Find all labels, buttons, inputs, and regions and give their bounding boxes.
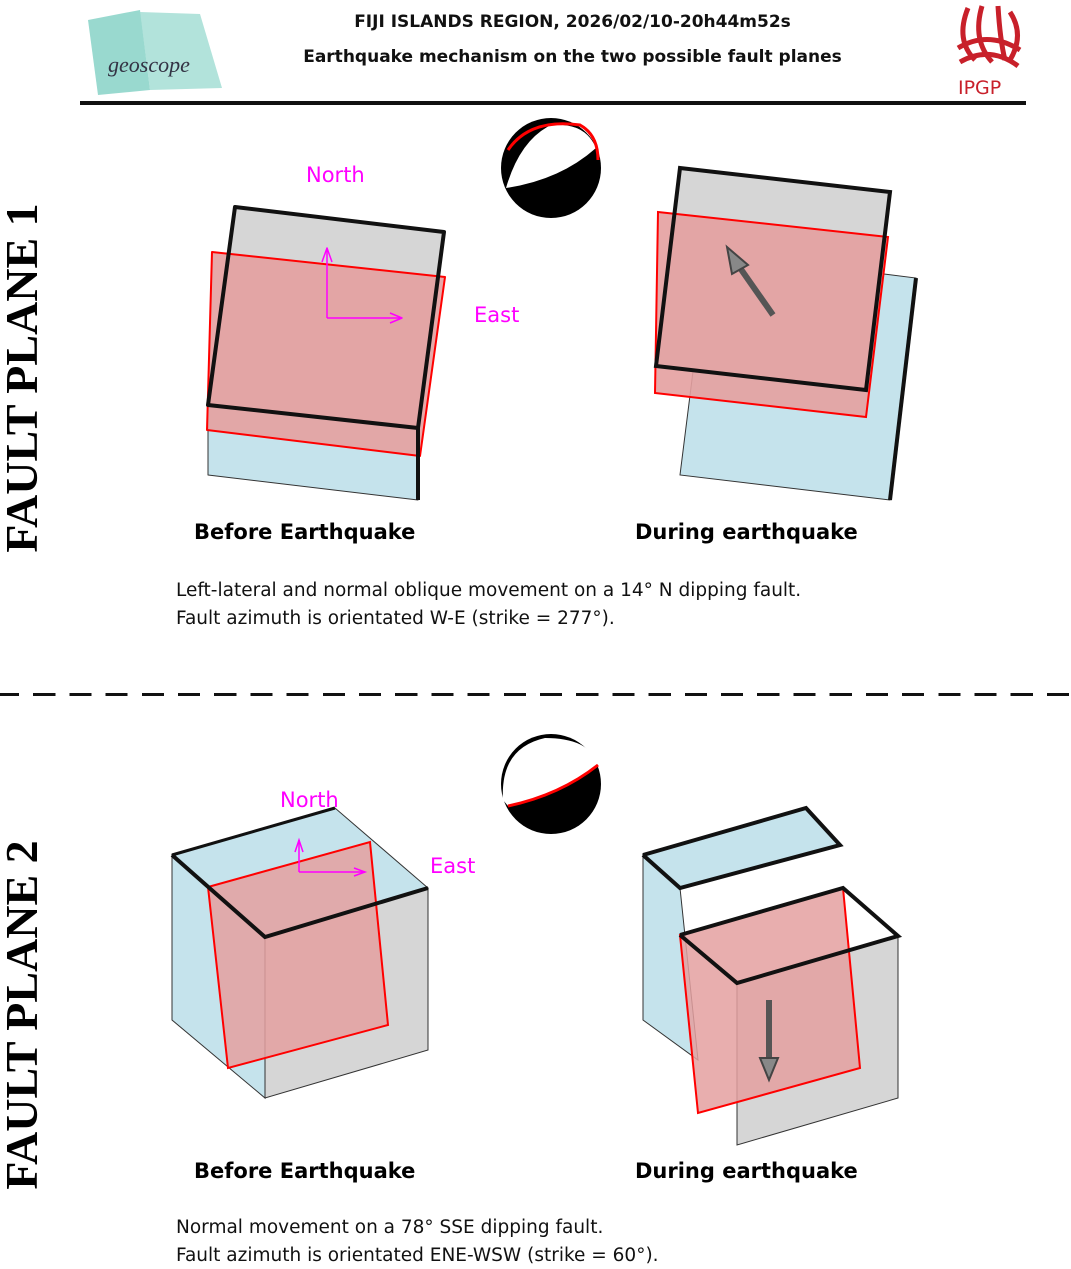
north-label: North (280, 788, 339, 812)
block-diagram-plane2-before (170, 806, 430, 1100)
fault-plane-1-label: FAULT PLANE 1 (0, 203, 47, 553)
description-line: Normal movement on a 78° SSE dipping fau… (176, 1217, 604, 1238)
slip-arrow (758, 1000, 780, 1083)
ipgp-logo: IPGP (956, 5, 1022, 99)
plane1-description: Left-lateral and normal oblique movement… (176, 577, 801, 633)
block-diagram-plane2-during (641, 805, 903, 1146)
section-divider (0, 693, 1071, 696)
geoscope-logo: geoscope (88, 10, 222, 95)
during-caption: During earthquake (635, 520, 858, 544)
east-label: East (474, 303, 520, 327)
description-line: Fault azimuth is orientated ENE-WSW (str… (176, 1245, 659, 1266)
block-diagram-plane1-before (206, 205, 446, 501)
before-caption: Before Earthquake (194, 520, 416, 544)
east-label: East (430, 854, 476, 878)
header-divider (80, 101, 1026, 105)
plane2-description: Normal movement on a 78° SSE dipping fau… (176, 1214, 659, 1269)
svg-text:IPGP: IPGP (958, 77, 1001, 99)
slip-arrow (725, 244, 776, 317)
block-diagram-plane1-during (653, 165, 918, 501)
page-subtitle: Earthquake mechanism on the two possible… (303, 47, 842, 67)
north-label: North (306, 163, 365, 187)
svg-text:geoscope: geoscope (108, 52, 190, 77)
page-title: FIJI ISLANDS REGION, 2026/02/10-20h44m52… (354, 12, 791, 32)
description-line: Left-lateral and normal oblique movement… (176, 580, 802, 601)
beachball-plane-1 (501, 118, 601, 218)
axis-arrows (321, 247, 403, 324)
before-caption: Before Earthquake (194, 1159, 416, 1183)
description-line: Fault azimuth is orientated W-E (strike … (176, 608, 615, 629)
fault-plane-2-label: FAULT PLANE 2 (0, 840, 47, 1190)
during-caption: During earthquake (635, 1159, 858, 1183)
beachball-plane-2 (501, 734, 601, 834)
